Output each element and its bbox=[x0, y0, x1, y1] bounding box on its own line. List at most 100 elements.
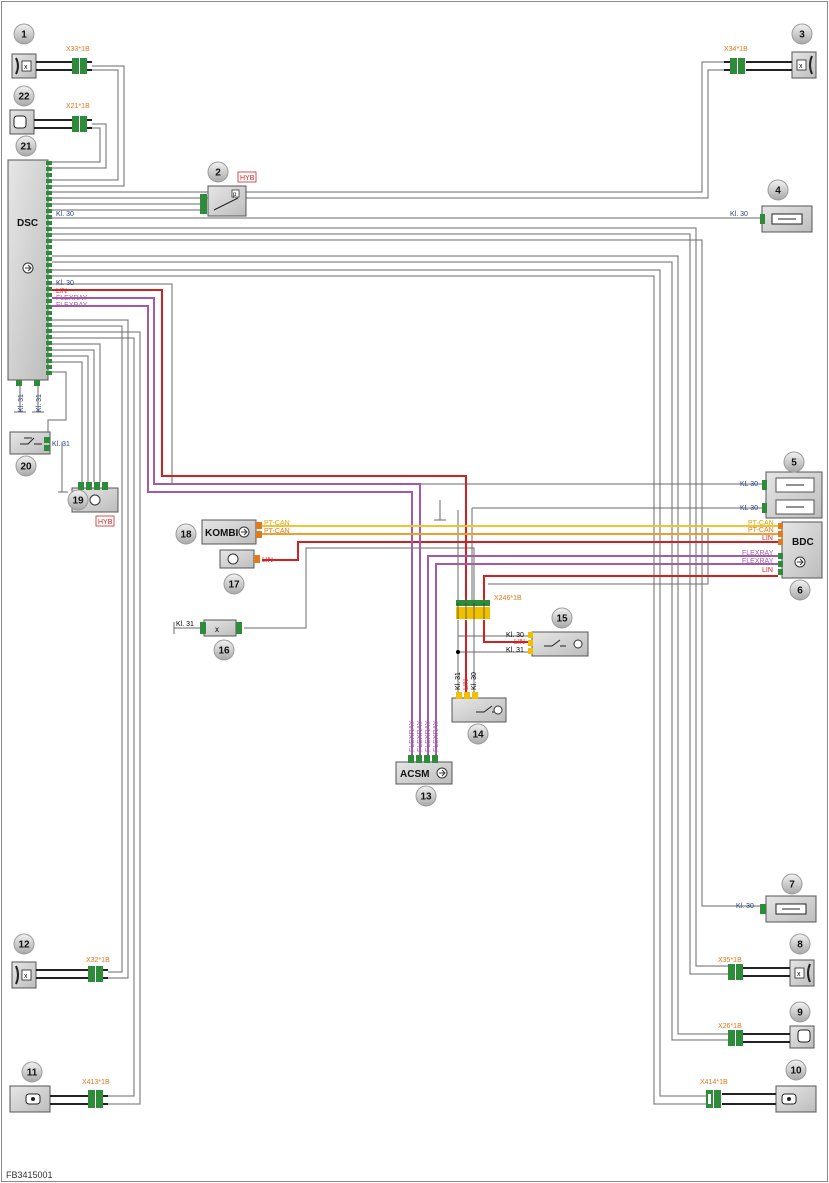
dsc-pin bbox=[46, 215, 52, 219]
component-4[interactable] bbox=[760, 205, 813, 233]
bubble-number: 8 bbox=[797, 940, 803, 951]
number-bubble: 15 bbox=[551, 607, 573, 629]
number-bubble: 14 bbox=[467, 723, 489, 745]
bubble-number: 19 bbox=[72, 496, 84, 507]
kl31-dsc-b: Kl. 31 bbox=[36, 394, 43, 412]
dsc-kl30-label-2: Kl. 30 bbox=[56, 280, 74, 287]
bdc-ptcan-label-1: PT-CAN bbox=[748, 520, 774, 527]
kombi-module[interactable]: KOMBI bbox=[201, 519, 262, 545]
connector-x21-label: X21*1B bbox=[66, 103, 90, 110]
bdc-lin-label: LIN bbox=[762, 535, 773, 542]
dsc-flexray-label-1: FLEXRAY bbox=[56, 295, 88, 302]
dsc-pin bbox=[46, 263, 52, 267]
bdc-ptcan-label-2: PT-CAN bbox=[748, 527, 774, 534]
component-16[interactable]: x bbox=[200, 619, 242, 637]
acsm-module[interactable]: ACSM bbox=[395, 755, 453, 785]
bubble-number: 3 bbox=[799, 30, 805, 41]
wheel-speed-sensor-12[interactable]: x bbox=[11, 961, 88, 989]
sensor-22[interactable] bbox=[9, 109, 72, 135]
dsc-pin bbox=[46, 269, 52, 273]
svg-text:x: x bbox=[24, 973, 28, 980]
connector-x26-label: X26*1B bbox=[718, 1023, 742, 1030]
connector-x246-label: X246*1B bbox=[494, 595, 522, 602]
bdc-flexray-label-1: FLEXRAY bbox=[742, 550, 774, 557]
bubble-number: 15 bbox=[556, 614, 568, 625]
component-14[interactable] bbox=[451, 692, 507, 723]
number-bubble: 4 bbox=[767, 179, 789, 201]
wires-ptcan bbox=[262, 525, 778, 535]
component-16-kl31: Kl. 31 bbox=[176, 621, 194, 628]
bubble-number: 2 bbox=[215, 168, 221, 179]
dsc-pin bbox=[46, 287, 52, 291]
connector-x414 bbox=[706, 1090, 721, 1108]
dsc-module[interactable]: DSC bbox=[7, 159, 52, 386]
connector-x35-label: X35*1B bbox=[718, 957, 742, 964]
dsc-pin bbox=[46, 347, 52, 351]
kombi-ptcan-label-2: PT-CAN bbox=[264, 528, 290, 535]
bdc-label: BDC bbox=[792, 537, 814, 548]
connector-x26 bbox=[728, 1030, 743, 1046]
wheel-speed-sensor-1[interactable]: x bbox=[11, 53, 72, 79]
dsc-pin bbox=[46, 245, 52, 249]
number-bubble: 19 bbox=[67, 489, 89, 511]
kombi-label: KOMBI bbox=[205, 528, 239, 539]
dsc-pin bbox=[46, 365, 52, 369]
dsc-pin bbox=[46, 191, 52, 195]
number-bubble: 5 bbox=[783, 451, 805, 473]
sensor-9[interactable] bbox=[742, 1025, 815, 1049]
connector-x33 bbox=[72, 58, 92, 74]
connector-x34-label: X34*1B bbox=[724, 46, 748, 53]
number-bubble: 1 bbox=[13, 23, 35, 45]
wheel-speed-sensor-8[interactable]: x bbox=[742, 959, 815, 987]
dsc-pin bbox=[46, 185, 52, 189]
number-bubble: 2 bbox=[207, 161, 229, 183]
bubble-number: 12 bbox=[18, 940, 30, 951]
acsm-flexray-2: FLEXRAY bbox=[417, 720, 424, 752]
pressure-sensor-2[interactable]: p bbox=[200, 185, 247, 217]
bubble-number: 9 bbox=[797, 1008, 803, 1019]
dsc-pin bbox=[46, 311, 52, 315]
bubble-number: 5 bbox=[791, 458, 797, 469]
acsm-flexray-3: FLEXRAY bbox=[425, 720, 432, 752]
connector-x32-label: X32*1B bbox=[86, 957, 110, 964]
connector-x413 bbox=[88, 1090, 108, 1108]
bubble-number: 21 bbox=[20, 142, 32, 153]
dsc-pin bbox=[46, 173, 52, 177]
switch-20-kl31: Kl. 31 bbox=[52, 441, 70, 448]
bdc-module[interactable]: BDC bbox=[778, 521, 823, 579]
acsm-flexray-4: FLEXRAY bbox=[433, 720, 440, 752]
dsc-pin bbox=[46, 179, 52, 183]
number-bubble: 20 bbox=[15, 455, 37, 477]
kombi-ptcan-label-1: PT-CAN bbox=[264, 520, 290, 527]
component-7[interactable] bbox=[760, 895, 817, 923]
component-7-kl30: Kl. 30 bbox=[736, 903, 754, 910]
dsc-pin bbox=[46, 371, 52, 375]
component-11[interactable] bbox=[9, 1085, 88, 1113]
hyb-badge-19 bbox=[95, 515, 115, 527]
number-bubble: 7 bbox=[781, 873, 803, 895]
bubble-number: 7 bbox=[789, 880, 795, 891]
wheel-speed-sensor-3[interactable]: x bbox=[746, 51, 817, 79]
dsc-pin bbox=[46, 251, 52, 255]
component-15[interactable] bbox=[528, 631, 589, 657]
component-14-kl31: Kl. 31 bbox=[455, 672, 462, 690]
dsc-pin bbox=[46, 161, 52, 165]
component-10[interactable] bbox=[722, 1085, 817, 1113]
connector-x246 bbox=[456, 600, 490, 619]
number-bubble: 10 bbox=[785, 1059, 807, 1081]
connector-x413-label: X413*1B bbox=[82, 1079, 110, 1086]
component-5[interactable] bbox=[762, 471, 823, 519]
component-17[interactable] bbox=[219, 549, 260, 569]
svg-text:x: x bbox=[215, 625, 219, 634]
junction-dot bbox=[456, 650, 460, 654]
wires-gray bbox=[14, 61, 762, 1105]
dsc-lin-label: LIN bbox=[56, 288, 67, 295]
switch-20[interactable] bbox=[9, 431, 51, 455]
component-4-kl30: Kl. 30 bbox=[730, 211, 748, 218]
component-15-kl30: Kl. 30 bbox=[506, 632, 524, 639]
svg-text:p: p bbox=[233, 192, 237, 198]
dsc-pin bbox=[46, 257, 52, 261]
bdc-ecu-icon bbox=[794, 556, 806, 568]
number-bubble: 21 bbox=[15, 135, 37, 157]
